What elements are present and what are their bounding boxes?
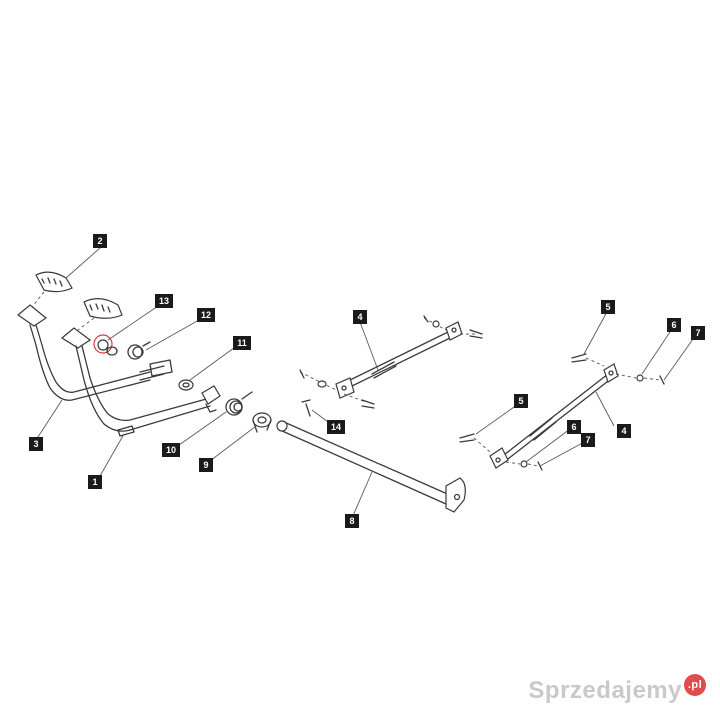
pedal-pad-upper (35, 271, 73, 293)
watermark-suffix: .pl (684, 674, 706, 696)
svg-text:14: 14 (331, 422, 341, 432)
linkage-small-parts-middle (299, 315, 483, 409)
callout-11: 11 (233, 336, 251, 350)
callout-6-upper: 6 (667, 318, 681, 332)
svg-text:3: 3 (33, 439, 38, 449)
pedal-arm-3 (17, 304, 151, 401)
callout-6-lower: 6 (567, 420, 581, 434)
svg-text:7: 7 (695, 328, 700, 338)
svg-text:5: 5 (518, 396, 523, 406)
callout-12: 12 (197, 308, 215, 322)
leader-lines (35, 247, 699, 519)
watermark: Sprzedajemy.pl (528, 674, 706, 706)
callout-7-upper: 7 (691, 326, 705, 340)
svg-text:9: 9 (203, 460, 208, 470)
linkage-rod-4-right (489, 363, 619, 469)
bracket (201, 385, 221, 413)
washer-11 (178, 379, 194, 391)
svg-text:4: 4 (357, 312, 362, 322)
callout-4-middle: 4 (353, 310, 367, 324)
pedal-assembly (17, 271, 272, 437)
cross-shaft-8 (276, 420, 466, 513)
callout-8: 8 (345, 514, 359, 528)
callout-13: 13 (155, 294, 173, 308)
svg-text:13: 13 (159, 296, 169, 306)
svg-text:2: 2 (97, 236, 102, 246)
callout-3: 3 (29, 437, 43, 451)
spring-10 (225, 391, 253, 416)
bushing-9 (252, 412, 272, 433)
svg-text:6: 6 (671, 320, 676, 330)
callout-10: 10 (162, 443, 180, 457)
callout-14: 14 (327, 420, 345, 434)
svg-text:5: 5 (605, 302, 610, 312)
pedal-pad-lower (83, 298, 123, 319)
svg-text:6: 6 (571, 422, 576, 432)
callout-9: 9 (199, 458, 213, 472)
svg-text:7: 7 (585, 435, 590, 445)
callout-2: 2 (93, 234, 107, 248)
pedal-arm-1 (60, 327, 211, 437)
svg-text:1: 1 (92, 477, 97, 487)
spring-12 (127, 341, 151, 360)
callout-7-lower: 7 (581, 433, 595, 447)
svg-text:12: 12 (201, 310, 211, 320)
linkage-rod-4-middle (335, 321, 463, 399)
washer-13 (93, 334, 118, 356)
svg-text:8: 8 (349, 516, 354, 526)
callout-5-upper: 5 (601, 300, 615, 314)
callout-5-lower: 5 (514, 394, 528, 408)
svg-text:4: 4 (621, 426, 626, 436)
callout-4-right: 4 (617, 424, 631, 438)
watermark-text: Sprzedajemy (528, 677, 682, 704)
callout-1: 1 (88, 475, 102, 489)
pin-14 (301, 399, 311, 417)
svg-text:10: 10 (166, 445, 176, 455)
svg-text:11: 11 (237, 338, 247, 348)
linkage-small-parts-right (459, 353, 665, 471)
